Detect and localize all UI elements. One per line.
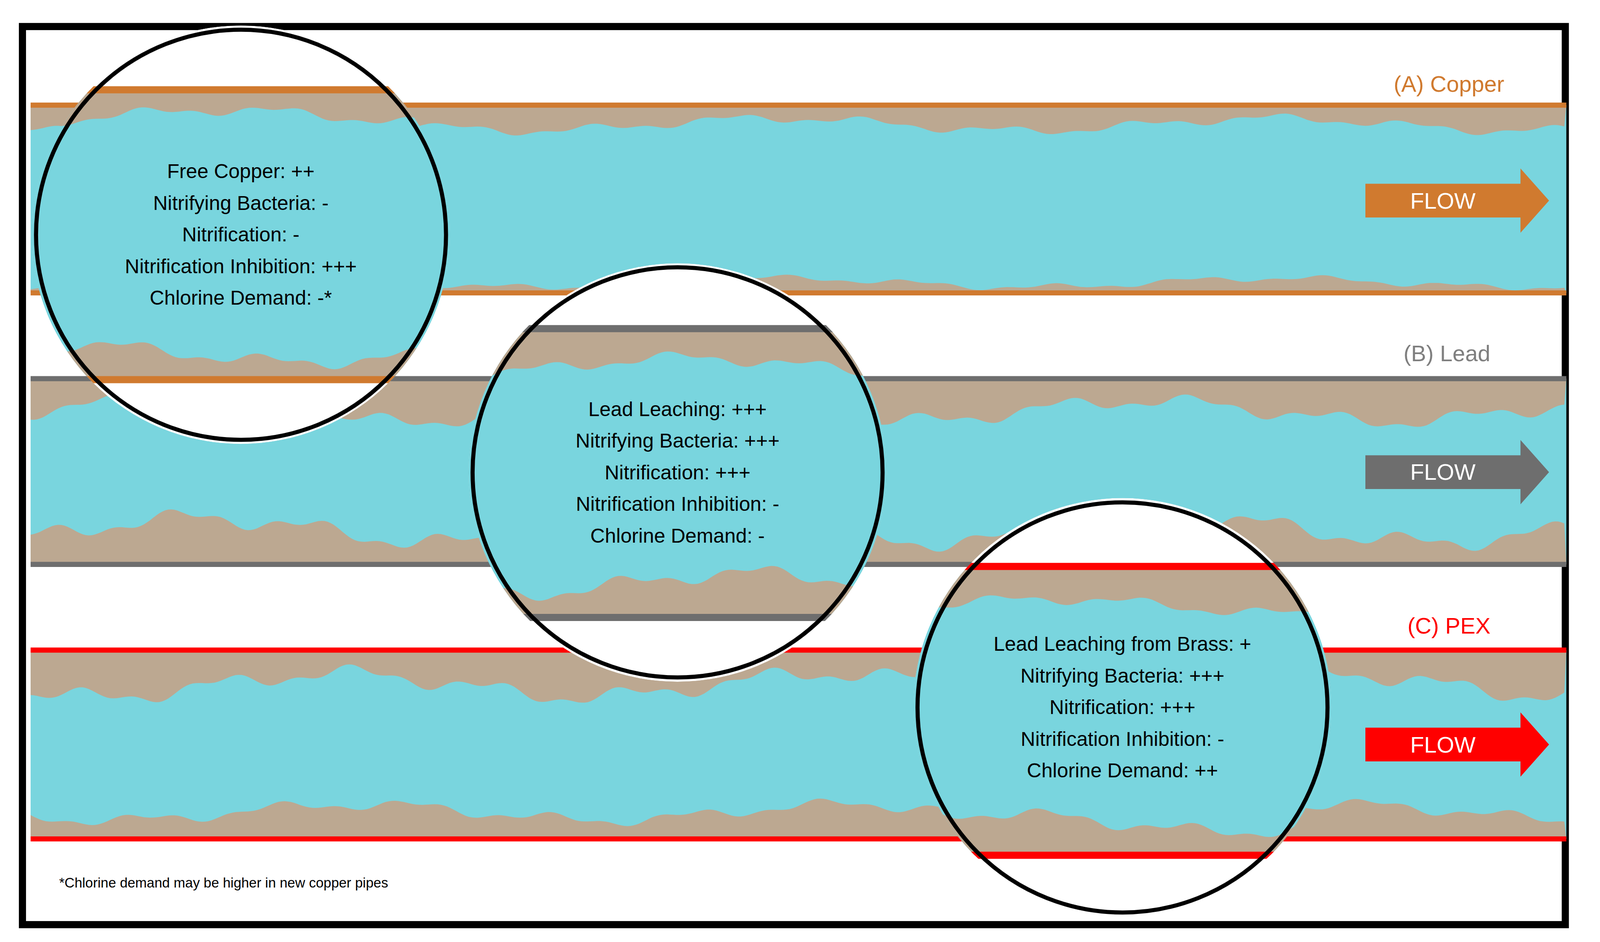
zoom-circle: Lead Leaching: +++Nitrifying Bacteria: +… [468,263,887,682]
flow-arrow: FLOW [1365,439,1549,505]
scale-deposit [30,649,1567,839]
property-line: Chlorine Demand: - [590,519,765,552]
flow-arrow: FLOW [1365,168,1549,233]
property-line: Nitrification Inhibition: - [1020,723,1225,755]
property-line: Nitrification Inhibition: - [575,488,780,520]
pipe-wall [30,647,1567,653]
pipe-wall [30,836,1567,842]
property-line: Nitrifying Bacteria: +++ [1020,659,1225,692]
pipe-label: (A) Copper [1393,69,1505,98]
flow-label: FLOW [1410,189,1476,212]
water [30,649,1567,839]
property-line: Nitrification: - [182,218,300,251]
zoom-view [468,263,887,682]
property-line: Nitrifying Bacteria: - [152,187,329,220]
property-line: Nitrification: +++ [1049,691,1196,724]
pipe-label: (B) Lead [1403,339,1491,367]
scale-deposit [31,341,451,380]
zoom-view [31,25,451,445]
scale-deposit [31,89,451,126]
property-line: Nitrifying Bacteria: +++ [575,424,780,457]
zoom-circle: Lead Leaching from Brass: +Nitrifying Ba… [913,498,1332,917]
flow-label: FLOW [1410,733,1476,756]
property-line: Free Copper: ++ [167,155,315,188]
flow-arrow: FLOW [1365,712,1549,777]
zoom-circle: Free Copper: ++Nitrifying Bacteria: -Nit… [31,25,451,445]
property-line: Lead Leaching: +++ [588,393,767,426]
footnote: *Chlorine demand may be higher in new co… [59,874,388,892]
scale-deposit [913,566,1332,619]
scale-deposit [30,798,1567,839]
property-line: Chlorine Demand: -* [149,281,332,314]
pipe-label: (C) PEX [1407,612,1491,640]
property-line: Nitrification Inhibition: +++ [124,250,357,283]
flow-label: FLOW [1410,460,1476,484]
pex-pipe [30,649,1567,839]
scale-deposit [468,566,887,618]
property-line: Chlorine Demand: ++ [1026,754,1218,787]
property-line: Nitrification: +++ [604,456,751,489]
scale-deposit [468,328,887,381]
zoom-view [913,498,1332,917]
scale-deposit [30,649,1567,704]
property-line: Lead Leaching from Brass: + [993,628,1252,660]
